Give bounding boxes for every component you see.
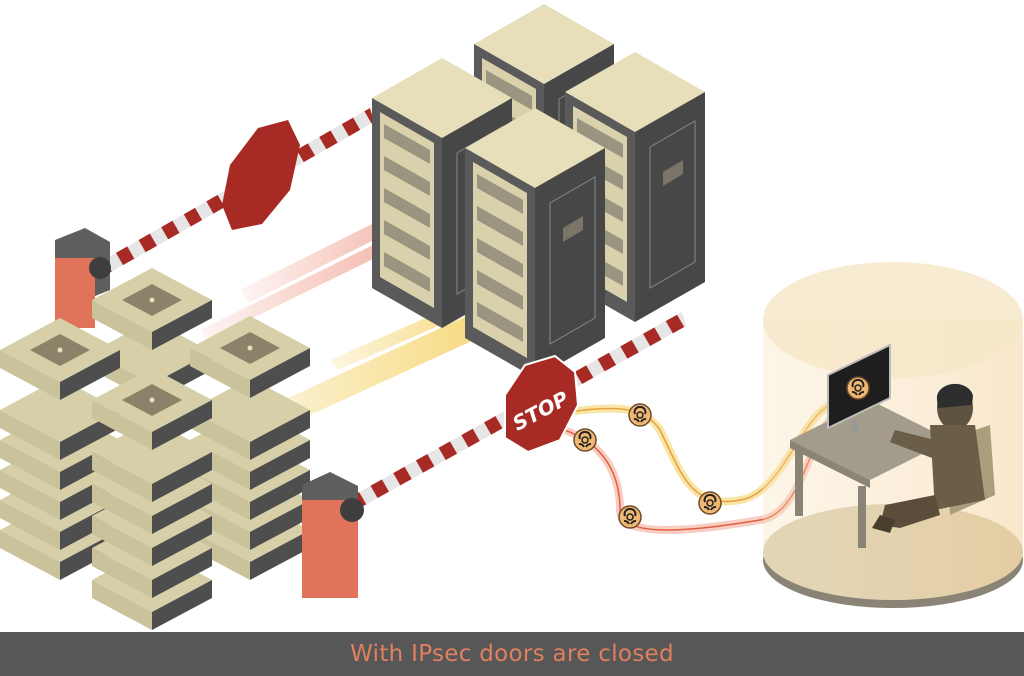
biohazard-icon — [698, 491, 722, 515]
back-stop-sign — [222, 120, 300, 230]
ipsec-illustration: STOP — [0, 3, 1023, 630]
biohazard-tokens — [573, 403, 722, 529]
attacker-enclosure — [763, 262, 1023, 608]
stacked-servers — [0, 268, 310, 630]
biohazard-icon — [628, 403, 652, 427]
hooded-attacker — [872, 383, 985, 533]
caption-bar: With IPsec doors are closed — [0, 632, 1024, 676]
biohazard-icon — [618, 505, 642, 529]
stop-sign: STOP — [504, 354, 580, 454]
biohazard-icon — [846, 376, 870, 400]
monitor — [827, 343, 891, 432]
biohazard-icon — [573, 428, 597, 452]
stack-column-right — [190, 316, 310, 580]
back-barrier — [55, 108, 374, 328]
caption-text: With IPsec doors are closed — [350, 641, 674, 667]
stack-column-front — [92, 368, 212, 630]
